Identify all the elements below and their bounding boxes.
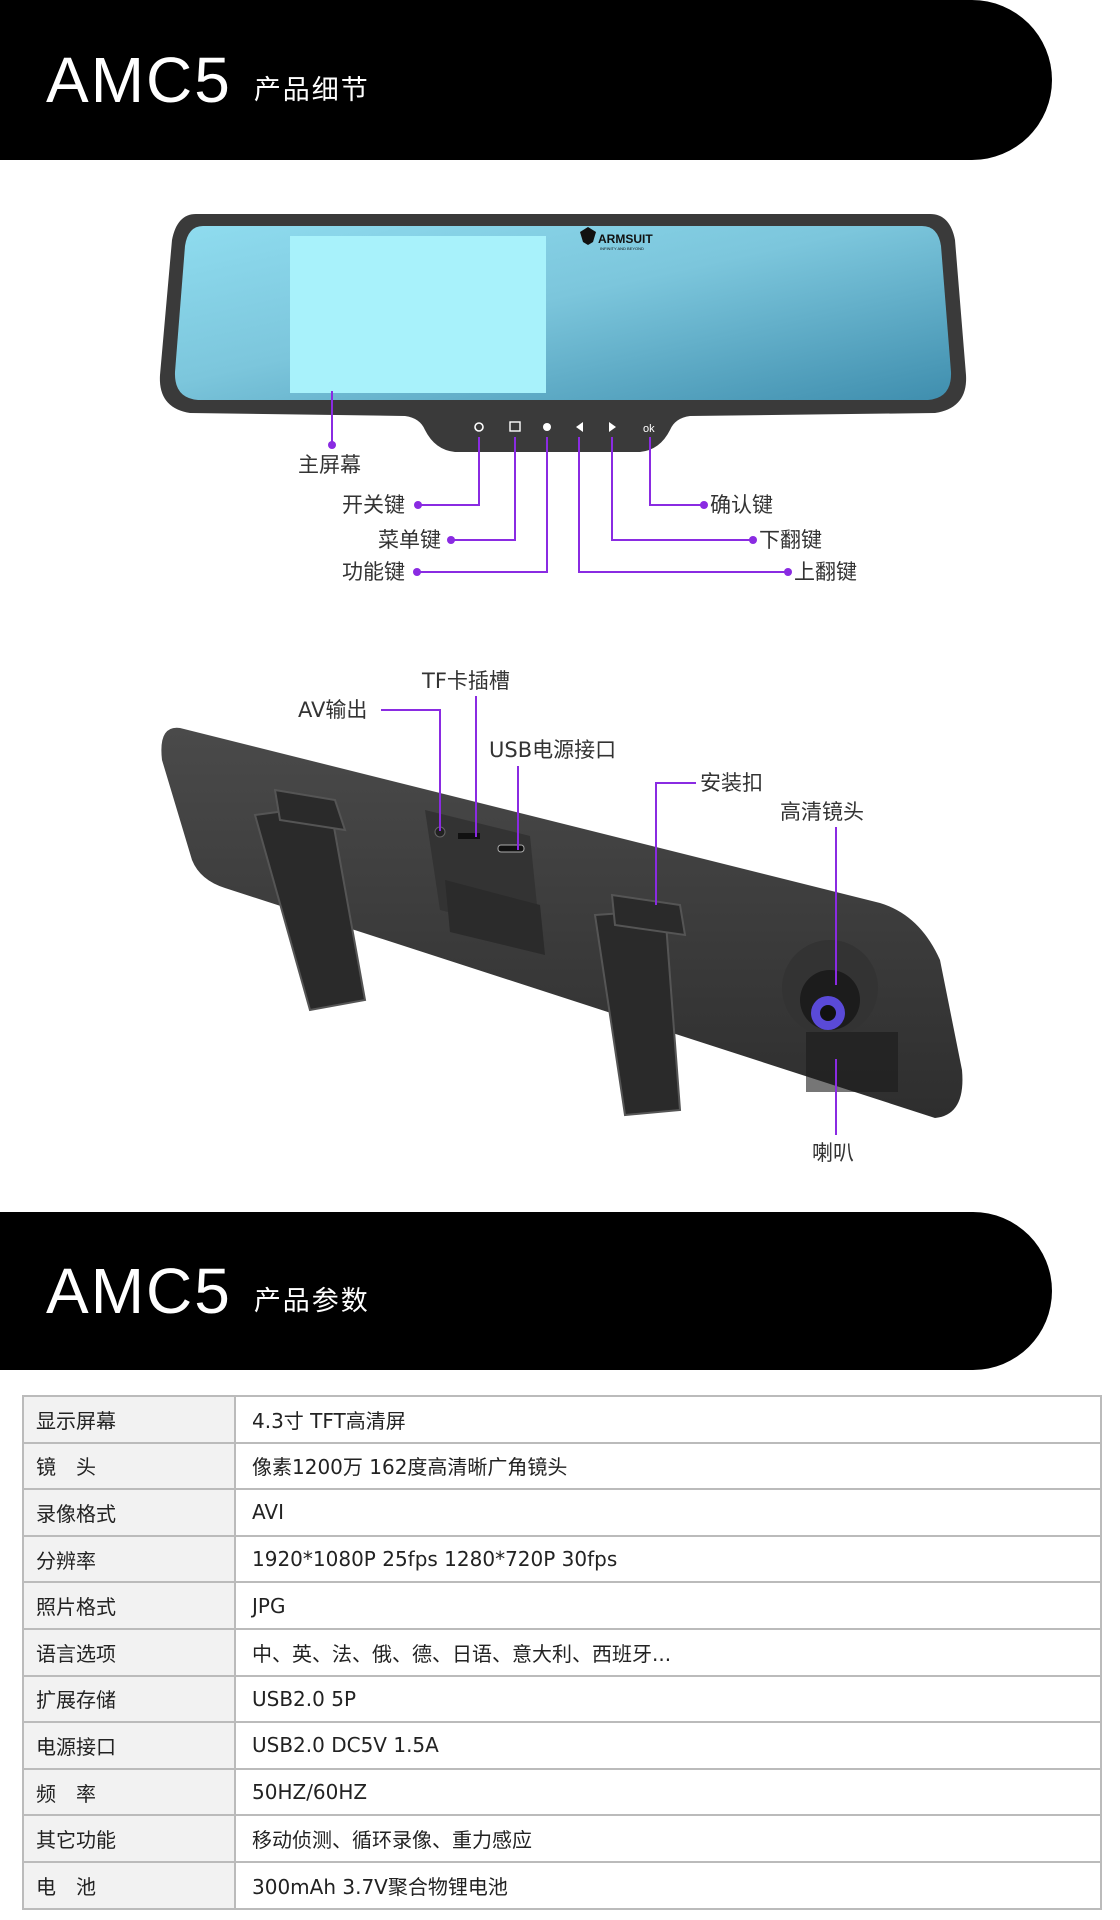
main-screen	[290, 236, 546, 393]
spec-row: 语言选项中、英、法、俄、德、日语、意大利、西班牙...	[22, 1627, 1102, 1677]
menu-icon	[509, 421, 521, 432]
svg-text:ARMSUIT: ARMSUIT	[598, 232, 653, 246]
callout-dots	[328, 441, 792, 576]
label-hd-lens: 高清镜头	[780, 800, 864, 824]
spec-value: 像素1200万 162度高清晰广角镜头	[234, 1441, 1102, 1491]
product-illustration: ARMSUIT INFINITY AND BEYOND ok	[159, 214, 967, 1135]
armsuit-logo: ARMSUIT INFINITY AND BEYOND	[580, 227, 653, 251]
mount-clip-left	[253, 788, 367, 1012]
spec-value: USB2.0 DC5V 1.5A	[234, 1721, 1102, 1770]
spec-value: 4.3寸 TFT高清屏	[234, 1395, 1102, 1444]
spec-key: 扩展存储	[22, 1674, 236, 1724]
mirror-back	[161, 727, 963, 1118]
back-callout-lines	[381, 696, 837, 1135]
spec-value: 300mAh 3.7V聚合物锂电池	[234, 1860, 1102, 1910]
mount-clip-right	[593, 893, 687, 1117]
section-title: 产品细节	[253, 74, 370, 106]
label-confirm-key: 确认键	[710, 493, 773, 517]
section-title: 产品参数	[253, 1285, 370, 1317]
spec-key: 电源接口	[22, 1721, 236, 1770]
spec-value: 50HZ/60HZ	[234, 1767, 1102, 1817]
spec-value: 移动侦测、循环录像、重力感应	[234, 1814, 1102, 1863]
label-main-screen: 主屏幕	[298, 453, 361, 477]
model-name: AMC5	[46, 1255, 232, 1327]
spec-value: JPG	[234, 1581, 1102, 1630]
spec-key: 其它功能	[22, 1814, 236, 1863]
spec-key: 频 率	[22, 1767, 236, 1817]
mirror-front: ARMSUIT INFINITY AND BEYOND ok	[159, 214, 967, 452]
label-function-key: 功能键	[342, 560, 405, 584]
spec-value: AVI	[234, 1488, 1102, 1537]
label-tf-slot: TF卡插槽	[422, 669, 510, 693]
label-page-down-key: 下翻键	[759, 528, 822, 552]
function-icon	[543, 423, 551, 431]
spec-row: 镜 头像素1200万 162度高清晰广角镜头	[22, 1441, 1102, 1491]
camera-lens	[782, 940, 878, 1036]
spec-key: 镜 头	[22, 1441, 236, 1491]
spec-key: 语言选项	[22, 1627, 236, 1677]
label-page-up-key: 上翻键	[794, 560, 857, 584]
ok-button-label: ok	[643, 423, 655, 435]
spec-key: 分辨率	[22, 1534, 236, 1584]
power-icon	[474, 422, 484, 432]
label-av-out: AV输出	[298, 698, 368, 722]
right-arrow-icon	[609, 422, 616, 432]
front-callout-lines	[331, 391, 788, 573]
label-usb-port: USB电源接口	[489, 738, 617, 762]
spec-key: 照片格式	[22, 1581, 236, 1630]
label-menu-key: 菜单键	[378, 528, 441, 552]
spec-value: USB2.0 5P	[234, 1674, 1102, 1724]
section-header-details: AMC5 产品细节	[0, 0, 1052, 160]
spec-value: 中、英、法、俄、德、日语、意大利、西班牙...	[234, 1627, 1102, 1677]
section-header-specs: AMC5 产品参数	[0, 1212, 1052, 1370]
label-speaker: 喇叭	[812, 1141, 854, 1165]
model-name: AMC5	[46, 44, 232, 116]
spec-row: 其它功能移动侦测、循环录像、重力感应	[22, 1814, 1102, 1863]
spec-key: 显示屏幕	[22, 1395, 236, 1444]
speaker-grille	[806, 1032, 898, 1092]
label-power-key: 开关键	[342, 493, 405, 517]
label-mount-clip: 安装扣	[700, 771, 763, 795]
spec-value: 1920*1080P 25fps 1280*720P 30fps	[234, 1534, 1102, 1584]
svg-text:INFINITY AND BEYOND: INFINITY AND BEYOND	[600, 246, 644, 251]
spec-key: 录像格式	[22, 1488, 236, 1537]
spec-key: 电 池	[22, 1860, 236, 1910]
left-arrow-icon	[576, 422, 583, 432]
